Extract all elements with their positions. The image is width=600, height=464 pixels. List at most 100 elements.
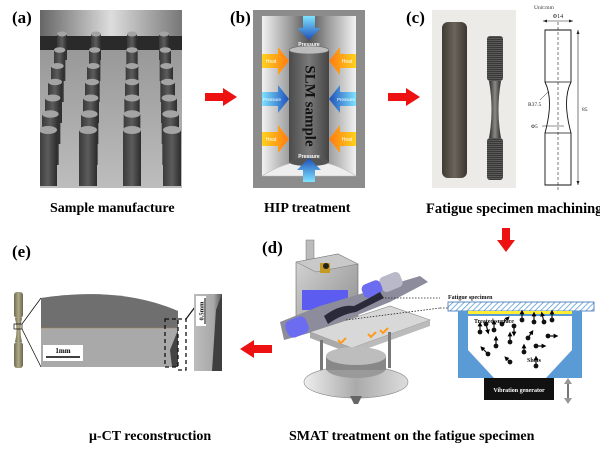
- printed-cylinder-top: [85, 78, 99, 86]
- specimen-thread-bottom: [487, 138, 503, 180]
- svg-text:Heat: Heat: [342, 59, 353, 65]
- slm-sample-text: SLM sample: [302, 65, 318, 147]
- treated-surface-strip: [468, 311, 572, 314]
- panel-c-caption: Fatigue specimen machining: [426, 201, 600, 217]
- printed-cylinder-top: [159, 47, 171, 53]
- heat-arrow-left-bottom: Heat: [262, 125, 289, 153]
- pressure-arrow-left: Pressure: [262, 85, 289, 113]
- fatigue-specimen-label: Fatigue specimen: [448, 295, 493, 301]
- printed-cylinder: [123, 130, 141, 186]
- printed-cylinder-top: [91, 31, 101, 37]
- printed-cylinder: [40, 130, 57, 186]
- flow-arrow-b-to-c: [388, 88, 420, 106]
- shots-label: Shots: [527, 358, 542, 364]
- shot-ball: [483, 321, 489, 327]
- printed-cylinder-top: [123, 126, 141, 134]
- panel-e-label: (e): [12, 242, 31, 261]
- printed-cylinder-top: [79, 126, 97, 134]
- printed-cylinder-top: [161, 94, 177, 102]
- pressure-arrow-bottom: Pressure: [297, 154, 321, 182]
- printed-cylinder-top: [45, 94, 61, 102]
- printed-cylinder-top: [51, 63, 64, 69]
- shot-direction-arrow: [504, 356, 511, 363]
- printed-cylinder-top: [126, 47, 138, 53]
- printed-cylinder: [159, 34, 169, 60]
- printed-cylinder-top: [125, 78, 139, 86]
- printed-cylinder-top: [160, 63, 173, 69]
- printed-cylinder-top: [127, 31, 137, 37]
- svg-text:Heat: Heat: [342, 137, 353, 143]
- pressure-arrow-right: Pressure: [329, 85, 356, 113]
- flow-arrow-d-to-e: [240, 340, 272, 358]
- panel-a-label: (a): [12, 8, 32, 27]
- smat-schematic: Fatigue specimen Treated surface Shots V…: [440, 295, 595, 404]
- scale-bar-inset-label: 0.5mm: [198, 301, 205, 321]
- printed-cylinder: [127, 34, 137, 60]
- fatigue-specimen-bar: [447, 301, 595, 312]
- printed-cylinder-top: [125, 63, 139, 69]
- printed-cylinder-top: [124, 94, 140, 102]
- scale-bar-main-label: 1mm: [55, 347, 70, 355]
- printed-cylinder-top: [123, 110, 141, 118]
- smat-machine-illustration: [280, 239, 440, 404]
- shot-direction-arrow: [485, 323, 490, 335]
- heat-arrow-left-top: Heat: [262, 47, 289, 75]
- printed-cylinder-top: [89, 47, 101, 53]
- dim-r37-5: R37.5: [528, 102, 542, 108]
- shot-chamber-wall: [458, 311, 582, 378]
- sample-manufacture-photo: [40, 10, 182, 188]
- heat-arrow-right-top: Heat: [329, 47, 356, 75]
- printed-cylinder-top: [48, 78, 62, 86]
- printed-cylinder: [91, 34, 101, 60]
- printed-cylinder-top: [81, 110, 98, 118]
- hip-chamber-diagram: SLM sample Pressure Pressure Heat Pressu…: [253, 10, 365, 188]
- svg-text:Heat: Heat: [266, 137, 277, 143]
- shot-direction-arrow: [540, 311, 545, 323]
- printed-cylinder-top: [57, 31, 67, 37]
- specimen-thumbnail: [13, 292, 23, 368]
- raw-bar: [442, 22, 467, 178]
- ct-upper-region: [41, 294, 178, 328]
- zoom-region-box: [164, 318, 179, 368]
- printed-cylinder: [79, 130, 97, 186]
- svg-text:Pressure: Pressure: [298, 42, 320, 48]
- specimen-thread-top: [487, 36, 503, 81]
- unit-text: Unit:mm: [534, 5, 555, 11]
- svg-text:Pressure: Pressure: [337, 97, 356, 102]
- panel-b-label: (b): [230, 8, 251, 27]
- printed-cylinder-top: [54, 47, 66, 53]
- dim-85: 85: [582, 107, 588, 113]
- panel-d-label: (d): [262, 238, 283, 257]
- vibration-double-arrow-icon: [564, 378, 572, 404]
- heat-arrow-right-bottom: Heat: [329, 125, 356, 153]
- specimen-gauge: [489, 81, 501, 138]
- panel-e-caption: μ-CT reconstruction: [89, 429, 212, 444]
- printed-cylinder: [57, 34, 67, 60]
- printed-cylinder-top: [40, 126, 57, 134]
- dim-phi5: Φ5: [531, 124, 538, 130]
- svg-text:Pressure: Pressure: [298, 154, 320, 160]
- printed-cylinder-top: [161, 78, 175, 86]
- fatigue-specimen-photo: [432, 10, 516, 188]
- flow-arrow-c-to-d: [497, 228, 515, 252]
- micro-ct-reconstruction: 1mm 0.5mm: [13, 292, 222, 371]
- dim-phi14: Φ14: [553, 14, 563, 20]
- blue-collar-right: [361, 280, 383, 298]
- printed-cylinder-top: [83, 94, 99, 102]
- shot-direction-arrow: [501, 316, 510, 325]
- printed-cylinder-top: [42, 110, 59, 118]
- printed-cylinder-top: [159, 31, 169, 37]
- panel-a-caption: Sample manufacture: [50, 201, 175, 216]
- panel-d-caption: SMAT treatment on the fatigue specimen: [289, 429, 535, 444]
- specimen-in-machine: [324, 292, 384, 324]
- printed-cylinder-top: [162, 110, 179, 118]
- printed-cylinder-top: [87, 63, 100, 69]
- specimen-drawing: Unit:mm Φ14 85 R37.5 Φ5: [528, 5, 588, 190]
- svg-text:Pressure: Pressure: [263, 97, 282, 102]
- shot-direction-arrow: [527, 330, 534, 339]
- panel-b-caption: HIP treatment: [264, 201, 351, 216]
- vibration-generator-block: [484, 378, 554, 400]
- shot-direction-arrow: [480, 346, 489, 355]
- printed-cylinder-top: [163, 126, 181, 134]
- printed-cylinder: [163, 130, 181, 186]
